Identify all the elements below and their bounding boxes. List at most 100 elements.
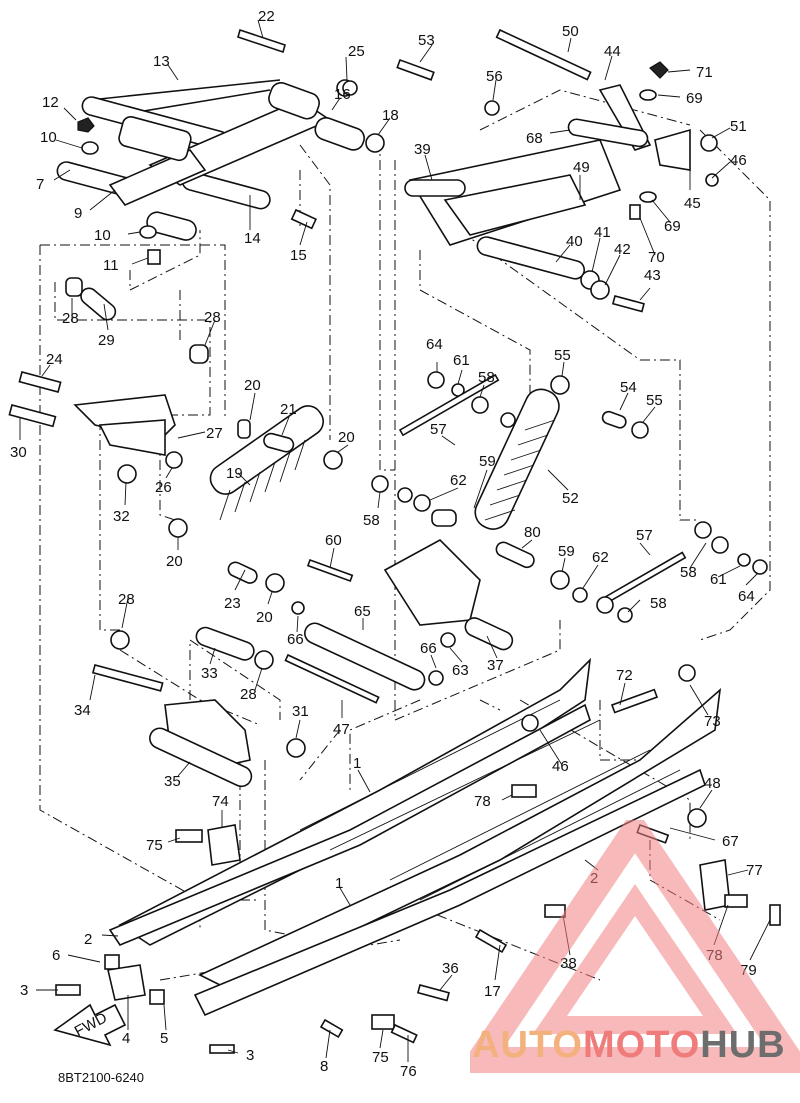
callout-16: 16 [334,86,351,103]
callout-75: 75 [146,837,163,854]
callout-4: 4 [122,1030,130,1047]
callout-2: 2 [84,931,92,948]
callout-3: 3 [20,982,28,999]
rear-pivot-arm [342,28,719,313]
callout-9: 9 [74,205,82,222]
callout-75: 75 [372,1049,389,1066]
callout-24: 24 [46,351,63,368]
callout-61: 61 [453,352,470,369]
callout-26: 26 [155,479,172,496]
callout-38: 38 [560,955,577,972]
callout-64: 64 [426,336,443,353]
callout-8: 8 [320,1058,328,1075]
rear-arm-assembly [56,28,385,364]
callout-62: 62 [592,549,609,566]
callout-6: 6 [52,947,60,964]
leader-lines [19,19,771,1062]
callout-48: 48 [704,775,721,792]
callout-27: 27 [206,425,223,442]
callout-46: 46 [552,758,569,775]
callout-43: 43 [644,267,661,284]
callout-28: 28 [118,591,135,608]
callout-49: 49 [573,159,590,176]
callout-20: 20 [166,553,183,570]
callout-77: 77 [746,862,763,879]
callout-72: 72 [616,667,633,684]
callout-67: 67 [722,833,739,850]
callout-50: 50 [562,23,579,40]
callout-60: 60 [325,532,342,549]
callout-80: 80 [524,524,541,541]
callout-46: 46 [730,152,747,169]
callout-70: 70 [648,249,665,266]
callout-36: 36 [442,960,459,977]
callout-12: 12 [42,94,59,111]
callout-30: 30 [10,444,27,461]
callout-29: 29 [98,332,115,349]
callout-1: 1 [335,875,343,892]
callout-74: 74 [212,793,229,810]
callout-20: 20 [256,609,273,626]
callout-28: 28 [204,309,221,326]
callout-42: 42 [614,241,631,258]
front-shock-bracket [8,371,183,484]
callout-63: 63 [452,662,469,679]
callout-31: 31 [292,703,309,720]
callout-55: 55 [554,347,571,364]
callout-10: 10 [94,227,111,244]
callout-34: 34 [74,702,91,719]
callout-76: 76 [400,1063,417,1080]
assembly-guide-lines [39,89,771,981]
callout-45: 45 [684,195,701,212]
callout-15: 15 [290,247,307,264]
callout-17: 17 [484,983,501,1000]
drawing-code: 8BT2100-6240 [58,1070,145,1085]
front-shock-absorber [168,405,343,593]
callout-numbers: 1 1 2 2 3 3 4 5 6 7 8 9 10 10 11 12 13 1… [10,8,763,1080]
watermark-triangle-logo [470,820,800,1073]
callout-57: 57 [430,421,447,438]
callout-64: 64 [738,588,755,605]
callout-59: 59 [558,543,575,560]
callout-21: 21 [280,401,297,418]
callout-73: 73 [704,713,721,730]
callout-51: 51 [730,118,747,135]
callout-23: 23 [224,595,241,612]
callout-35: 35 [164,773,181,790]
callout-14: 14 [244,230,261,247]
slide-rails [55,657,781,1054]
callout-66: 66 [420,640,437,657]
callout-54: 54 [620,379,637,396]
callout-32: 32 [113,508,130,525]
callout-18: 18 [382,107,399,124]
callout-33: 33 [201,665,218,682]
callout-78: 78 [474,793,491,810]
callout-11: 11 [103,257,119,274]
callout-47: 47 [333,721,350,738]
callout-62: 62 [450,472,467,489]
callout-58: 58 [650,595,667,612]
callout-7: 7 [36,176,44,193]
callout-52: 52 [562,490,579,507]
callout-66: 66 [287,631,304,648]
callout-37: 37 [487,657,504,674]
callout-19: 19 [226,465,243,482]
rear-shock-absorber [371,371,768,623]
callout-28: 28 [240,686,257,703]
callout-28: 28 [62,310,79,327]
watermark-moto: MOTO [582,1024,701,1066]
callout-40: 40 [566,233,583,250]
callout-55: 55 [646,392,663,409]
callout-5: 5 [160,1030,168,1047]
callout-25: 25 [348,43,365,60]
callout-1: 1 [353,755,361,772]
callout-53: 53 [418,32,435,49]
callout-61: 61 [710,571,727,588]
callout-71: 71 [696,64,713,81]
callout-69: 69 [664,218,681,235]
callout-22: 22 [258,8,275,25]
callout-44: 44 [604,43,621,60]
callout-58: 58 [363,512,380,529]
callout-20: 20 [338,429,355,446]
